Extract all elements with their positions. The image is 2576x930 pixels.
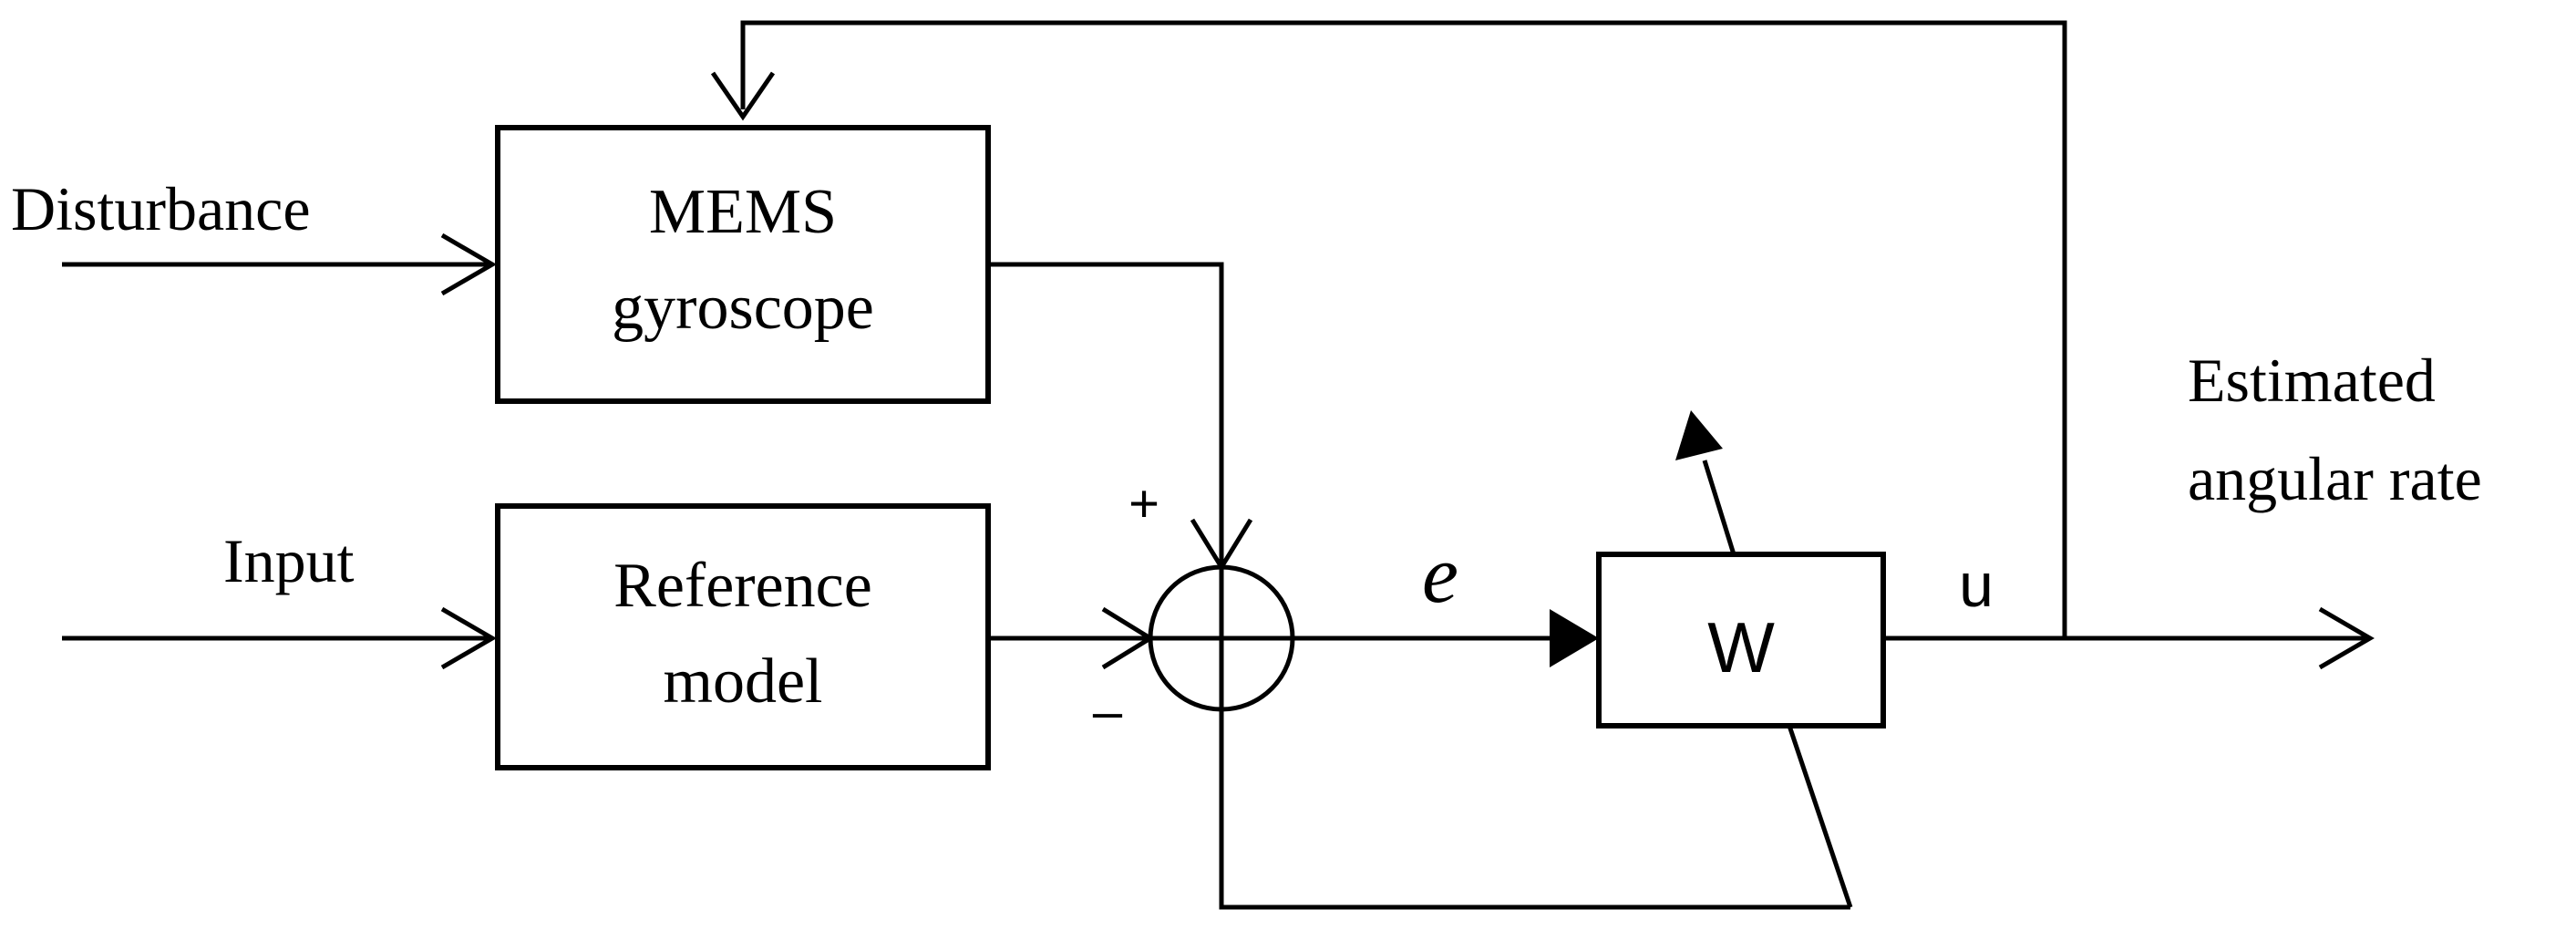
mems-gyroscope-label-line1: MEMS [649,177,837,247]
reference-model-block [495,503,991,770]
error-feedback-line [1219,709,1850,910]
input-label: Input [223,526,355,595]
disturbance-label: Disturbance [11,174,311,243]
estimated-angular-rate-label-line2: angular rate [2188,444,2482,513]
output-arrowhead [2318,606,2375,670]
adaptation-line-lower [1787,725,1853,908]
output-u-label: u [1959,551,1994,620]
estimated-angular-rate-label-line1: Estimated [2188,346,2436,415]
adaptation-line-upper [1702,460,1736,555]
gyro-to-sum-line [988,262,1224,563]
reference-model-label-line2: model [664,646,823,717]
w-block-label: W [1707,607,1775,687]
input-arrowhead [440,606,497,670]
minus-sign: – [1093,682,1123,741]
error-label: e [1422,530,1458,620]
mems-gyroscope-block [495,125,991,404]
mems-gyroscope-label-line2: gyroscope [612,273,874,343]
w-block [1596,552,1886,728]
disturbance-arrowhead [440,232,497,296]
plus-sign: + [1128,474,1159,533]
reference-model-label-line1: Reference [613,551,872,621]
error-arrowhead [1550,609,1599,667]
adaptation-arrowhead [1675,410,1723,460]
feedback-line [740,20,2067,636]
feedback-arrowhead [710,71,776,121]
